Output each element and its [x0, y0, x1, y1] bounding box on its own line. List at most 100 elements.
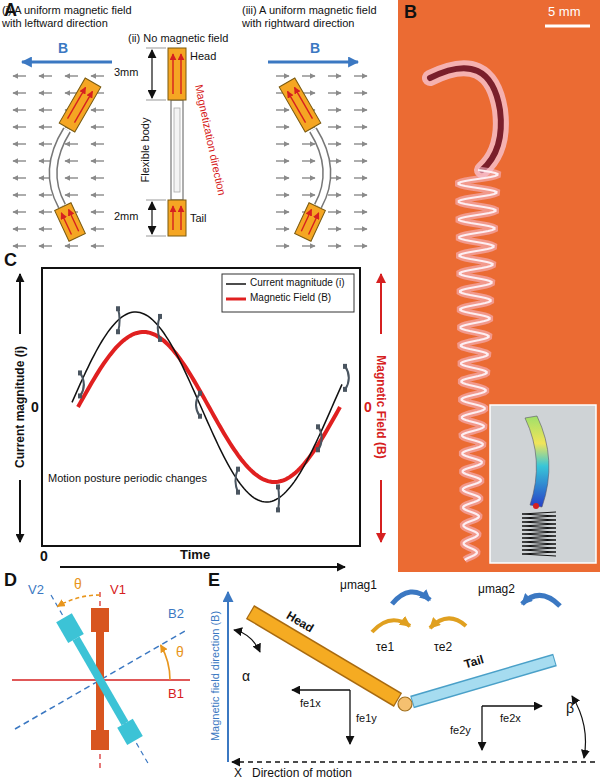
robot-straight [146, 236, 166, 237]
posture-icon [236, 467, 240, 472]
axis-tick: 0 [40, 548, 48, 565]
force-diagram [250, 612, 398, 700]
axis-label: Current magnitude (i) [13, 346, 27, 468]
field-arrow [91, 109, 104, 110]
axis-tick: 0 [364, 399, 372, 416]
field-arrow [39, 245, 52, 246]
robot-body [53, 130, 67, 206]
field-arrow [13, 177, 26, 178]
robot-v1 [91, 730, 109, 750]
torque-label: μmag2 [478, 582, 515, 596]
signal-plot [60, 566, 345, 568]
posture-icon [276, 507, 280, 512]
posture-icon [345, 366, 349, 390]
robot-straight [151, 202, 152, 234]
robot-tail [55, 203, 86, 241]
field-arrow [13, 228, 26, 229]
force-diagram [522, 595, 560, 606]
posture-icon [343, 387, 347, 392]
robot-v2 [56, 613, 143, 745]
force-diagram [228, 592, 595, 762]
photo-panel [430, 68, 501, 170]
part-name: Tail [463, 652, 486, 671]
part-name: Head [284, 608, 317, 635]
robot-v1 [91, 608, 109, 632]
robot-straight [146, 48, 186, 236]
condition-caption: (i) A uniform magnetic field with leftwa… [2, 4, 154, 30]
torque-label: τe1 [376, 640, 394, 654]
field-arrow [91, 211, 104, 212]
posture-icon [318, 426, 322, 450]
robot-body [53, 130, 67, 206]
axis-label: Direction of motion [252, 766, 352, 780]
field-arrow [65, 75, 78, 76]
field-arrow [39, 143, 52, 144]
field-arrow [91, 160, 104, 161]
robot-v2 [73, 636, 129, 725]
signal-plot [19, 274, 21, 334]
robot-head [68, 87, 86, 118]
force-label: fe2x [500, 712, 521, 725]
force-diagram [234, 630, 260, 652]
force-label: fe1y [356, 712, 377, 725]
panel-letter: D [4, 570, 17, 592]
posture-icon [158, 337, 162, 342]
robot-straight [180, 206, 181, 230]
posture-icon [316, 424, 320, 429]
robot-straight [172, 54, 173, 94]
field-symbol: B [310, 40, 320, 57]
torque-label: μmag1 [340, 578, 377, 592]
field-arrow [65, 177, 78, 178]
robot-tail [61, 213, 71, 235]
posture-icon [116, 329, 120, 334]
field-arrow [65, 194, 78, 195]
angle-label: θ [74, 576, 82, 593]
photo-panel [545, 25, 590, 28]
force-diagram [232, 761, 595, 762]
field-arrow [39, 75, 52, 76]
posture-icon [118, 308, 120, 332]
robot-straight [180, 54, 181, 94]
plot-note: Motion posture periodic changes [48, 472, 207, 485]
signal-plot [380, 480, 382, 542]
robot-head [59, 78, 101, 132]
robot-straight [146, 48, 166, 49]
force-label: fe1x [300, 697, 321, 710]
rotation-diagram [51, 595, 149, 765]
rotation-diagram [161, 645, 170, 680]
field-arrow [13, 211, 26, 212]
posture-icon [198, 391, 202, 396]
vector-label: B2 [168, 606, 184, 622]
force-diagram [227, 592, 229, 762]
field-arrow [13, 245, 26, 246]
part-name: Tail [190, 212, 207, 225]
force-diagram [251, 613, 397, 700]
legend-text: Current magnitude (i) [250, 277, 344, 289]
field-arrow [39, 109, 52, 110]
force-diagram [292, 689, 350, 690]
scale-label: 5 mm [548, 4, 581, 20]
signal-plot [222, 274, 354, 312]
part-note: Magnetization direction [192, 83, 228, 196]
photo-panel [533, 503, 539, 509]
field-symbol: B [58, 40, 68, 57]
axis-label: Magnetic field direction (B) [209, 611, 222, 741]
robot-straight [146, 100, 166, 101]
field-arrow [39, 126, 52, 127]
signal-plot [20, 268, 381, 567]
force-diagram [392, 592, 430, 604]
robot-straight [168, 200, 186, 236]
field-arrow [91, 194, 104, 195]
photo-panel [430, 68, 501, 170]
field-arrow [65, 160, 78, 161]
torque-label: τe2 [434, 640, 452, 654]
robot-body [53, 130, 67, 206]
posture-icon [198, 414, 202, 419]
force-diagram [372, 620, 410, 632]
robot-straight [146, 200, 166, 201]
condition-caption: (iii) A uniform magnetic field with righ… [242, 4, 394, 30]
photo-panel [398, 0, 600, 572]
panel-letter: E [208, 570, 220, 592]
